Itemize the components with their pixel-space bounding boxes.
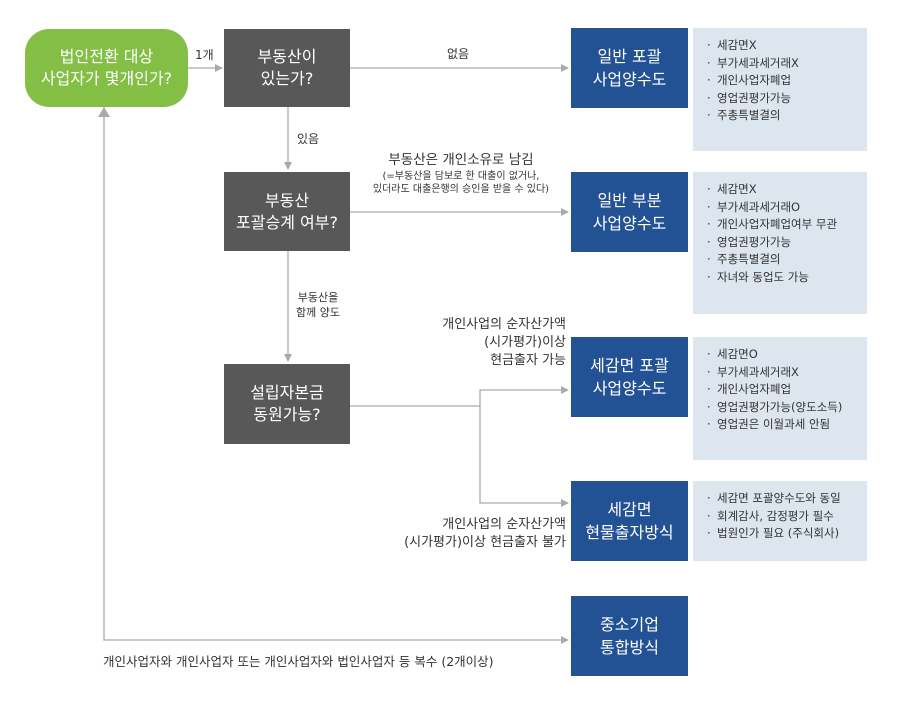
detail-item: 세감면O bbox=[707, 346, 859, 364]
detail-item: 세감면X bbox=[707, 181, 859, 199]
details-taxfree-inkind: 세감면 포괄양수도와 동일 회계감사, 감정평가 필수 법원인가 필요 (주식회… bbox=[693, 481, 867, 561]
detail-item: 부가세과세거래X bbox=[707, 364, 859, 382]
details-general-partial: 세감면X 부가세과세거래O 개인사업자폐업여부 무관 영업권평가가능 주총특별결… bbox=[693, 172, 867, 314]
detail-item: 부가세과세거래X bbox=[707, 55, 859, 73]
detail-item: 영업권평가가능 bbox=[707, 234, 859, 252]
label-keep-title: 부동산은 개인소유로 남김 bbox=[388, 152, 534, 168]
detail-item: 개인사업자폐업여부 무관 bbox=[707, 216, 859, 234]
detail-item: 자녀와 동업도 가능 bbox=[707, 269, 859, 287]
decision-realestate: 부동산이 있는가? bbox=[224, 29, 350, 107]
detail-item: 부가세과세거래O bbox=[707, 199, 859, 217]
detail-item: 주총특별결의 bbox=[707, 107, 859, 125]
arrow-investment-to-taxfree-full bbox=[479, 386, 569, 406]
detail-item: 세감면X bbox=[707, 37, 859, 55]
result-general-full: 일반 포괄 사업양수도 bbox=[571, 28, 688, 108]
details-taxfree-full: 세감면O 부가세과세거래X 개인사업자폐업 영업권평가가능(양도소득) 영업권은… bbox=[693, 337, 867, 460]
line-start-down bbox=[103, 107, 569, 644]
detail-item: 영업권평가가능(양도소득) bbox=[707, 399, 859, 417]
decision-investment: 설립자본금 동원가능? bbox=[224, 364, 350, 444]
result-general-partial: 일반 부분 사업양수도 bbox=[571, 172, 688, 252]
detail-item: 개인사업자폐업 bbox=[707, 72, 859, 90]
result-taxfree-inkind: 세감면 현물출자방식 bbox=[571, 481, 688, 561]
label-net-asset-ok: 개인사업의 순자산가액 (시가평가)이상 현금출자 가능 bbox=[442, 317, 566, 369]
label-keep-note: (=부동산을 담보로 한 대출이 없거나, 있더라도 대출은행의 승인을 받을 … bbox=[372, 171, 550, 195]
label-net-asset-no: 개인사업의 순자산가액 (시가평가)이상 현금출자 불가 bbox=[404, 517, 566, 551]
arrow-head-start-up bbox=[98, 107, 110, 117]
details-general-full: 세감면X 부가세과세거래X 개인사업자폐업 영업권평가가능 주총특별결의 bbox=[693, 28, 867, 151]
detail-item: 주총특별결의 bbox=[707, 251, 859, 269]
detail-item: 회계감사, 감정평가 필수 bbox=[707, 508, 859, 526]
detail-item: 세감면 포괄양수도와 동일 bbox=[707, 490, 859, 508]
label-one: 1개 bbox=[195, 48, 214, 62]
label-transfer-with: 부동산을 함께 양도 bbox=[296, 291, 340, 319]
label-multiple: 개인사업자와 개인사업자 또는 개인사업자와 법인사업자 등 복수 (2개이상) bbox=[103, 654, 494, 669]
detail-item: 영업권평가가능 bbox=[707, 90, 859, 108]
detail-item: 법원인가 필요 (주식회사) bbox=[707, 525, 859, 543]
arrow-investment-to-taxfree-inkind bbox=[479, 406, 569, 507]
decision-bundle: 부동산 포괄승계 여부? bbox=[224, 172, 350, 251]
result-taxfree-full: 세감면 포괄 사업양수도 bbox=[571, 337, 688, 417]
start-node: 법인전환 대상 사업자가 몇개인가? bbox=[25, 29, 188, 107]
detail-item: 개인사업자폐업 bbox=[707, 381, 859, 399]
detail-item: 영업권은 이월과세 안됨 bbox=[707, 416, 859, 434]
label-exists: 있음 bbox=[297, 132, 320, 146]
label-none: 없음 bbox=[447, 47, 470, 61]
result-sme-merge: 중소기업 통합방식 bbox=[571, 596, 688, 676]
